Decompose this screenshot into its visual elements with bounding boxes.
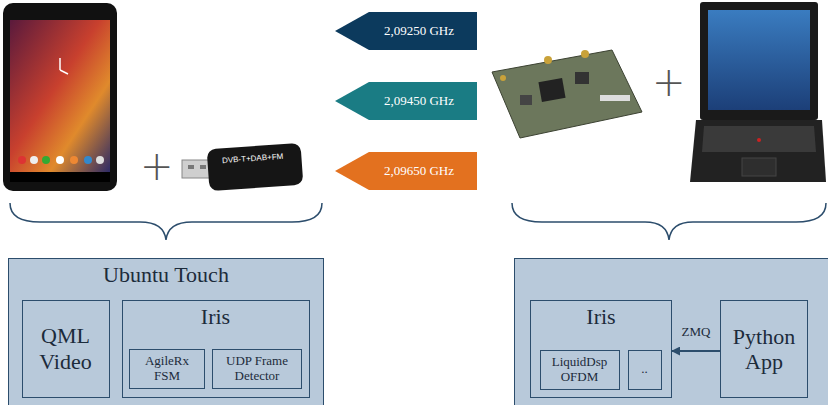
- arrow-outline: [335, 152, 477, 190]
- group-brace: [512, 203, 826, 240]
- sdr-board-picture: [492, 50, 642, 138]
- usb-dongle-picture: [182, 143, 303, 191]
- box-label: Ubuntu Touch: [9, 262, 323, 287]
- box-label: Python App: [725, 324, 803, 375]
- device-print: DVB-T+DAB+FM: [222, 153, 284, 165]
- laptop-picture: [690, 2, 826, 182]
- box-label: ..: [641, 362, 648, 377]
- frequency-label: 2,09450 GHz: [384, 94, 454, 109]
- component-box: QML Video: [22, 300, 110, 398]
- framework-box: IrisLiquidDsp OFDM..: [530, 300, 672, 398]
- module-box: AgileRx FSM: [129, 349, 205, 389]
- frequency-label: 2,09650 GHz: [384, 164, 454, 179]
- group-brace: [10, 203, 322, 240]
- data-link-arrow: [672, 350, 720, 352]
- arrow-outline: [335, 82, 477, 120]
- module-box: LiquidDsp OFDM: [540, 350, 620, 390]
- arrow-outline: [335, 12, 477, 50]
- module-box: UDP Frame Detector: [212, 349, 302, 389]
- box-label: Iris: [531, 304, 671, 329]
- frequency-label: 2,09250 GHz: [384, 24, 454, 39]
- plus-sign: +: [140, 146, 174, 186]
- plus-sign: +: [652, 62, 686, 102]
- frequency-arrow: 2,09450 GHz: [335, 82, 477, 120]
- tablet-picture: [3, 3, 117, 191]
- frequency-arrow: 2,09250 GHz: [335, 12, 477, 50]
- box-label: LiquidDsp OFDM: [545, 355, 615, 385]
- framework-box: IrisAgileRx FSM UDP Frame Detector: [122, 300, 310, 398]
- box-label: QML Video: [27, 323, 105, 374]
- box-label: AgileRx FSM: [134, 354, 200, 384]
- link-label: ZMQ: [681, 325, 712, 339]
- module-box: ..: [628, 350, 662, 390]
- box-label: UDP Frame Detector: [217, 354, 297, 384]
- component-box: Python App: [720, 300, 808, 398]
- frequency-arrow: 2,09650 GHz: [335, 152, 477, 190]
- box-label: Iris: [123, 304, 309, 329]
- platform-panel: Ubuntu TouchQML Video IrisAgileRx FSM UDP …: [8, 258, 324, 405]
